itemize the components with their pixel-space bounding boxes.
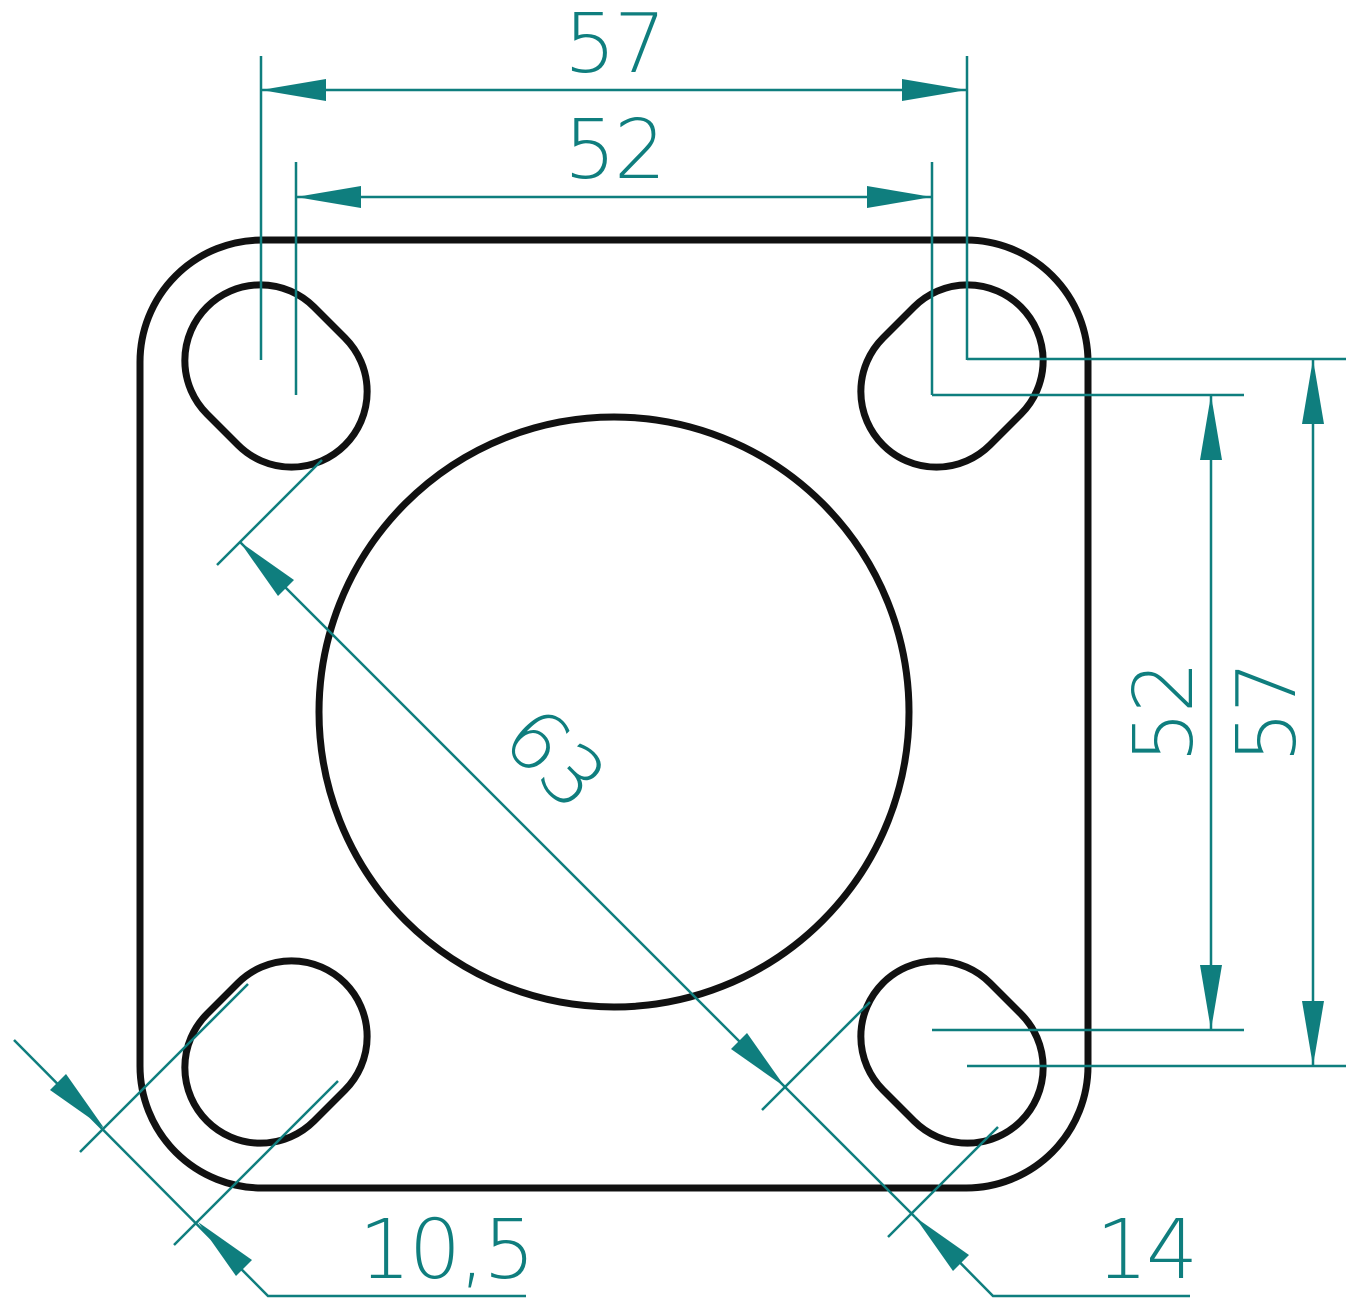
dim-line-bore [239, 541, 916, 1218]
dimension-layer: 57 52 52 57 63 10,5 14 [13, 0, 1346, 1298]
dim-line-slot-width [13, 1039, 526, 1298]
part-outline [136, 236, 1092, 1192]
dim-label-right-outer: 57 [1220, 663, 1315, 763]
center-bore [315, 413, 913, 1011]
dim-label-slot-width: 10,5 [359, 1203, 534, 1298]
arrowheads [50, 79, 1324, 1276]
dim-label-slot-length: 14 [1096, 1203, 1196, 1298]
plate-outline [136, 236, 1092, 1192]
slot-top-right [857, 281, 1047, 471]
slot-top-left [181, 281, 371, 471]
dimension-lines [13, 88, 1315, 1298]
dimension-labels: 57 52 52 57 63 10,5 14 [359, 0, 1315, 1298]
slot-bottom-right [857, 957, 1047, 1147]
dim-label-right-inner: 52 [1117, 663, 1212, 763]
dim-label-top-outer: 57 [564, 0, 664, 92]
dim-label-top-inner: 52 [564, 103, 664, 198]
slot-bottom-left [181, 957, 371, 1147]
extension-lines [79, 56, 1346, 1246]
